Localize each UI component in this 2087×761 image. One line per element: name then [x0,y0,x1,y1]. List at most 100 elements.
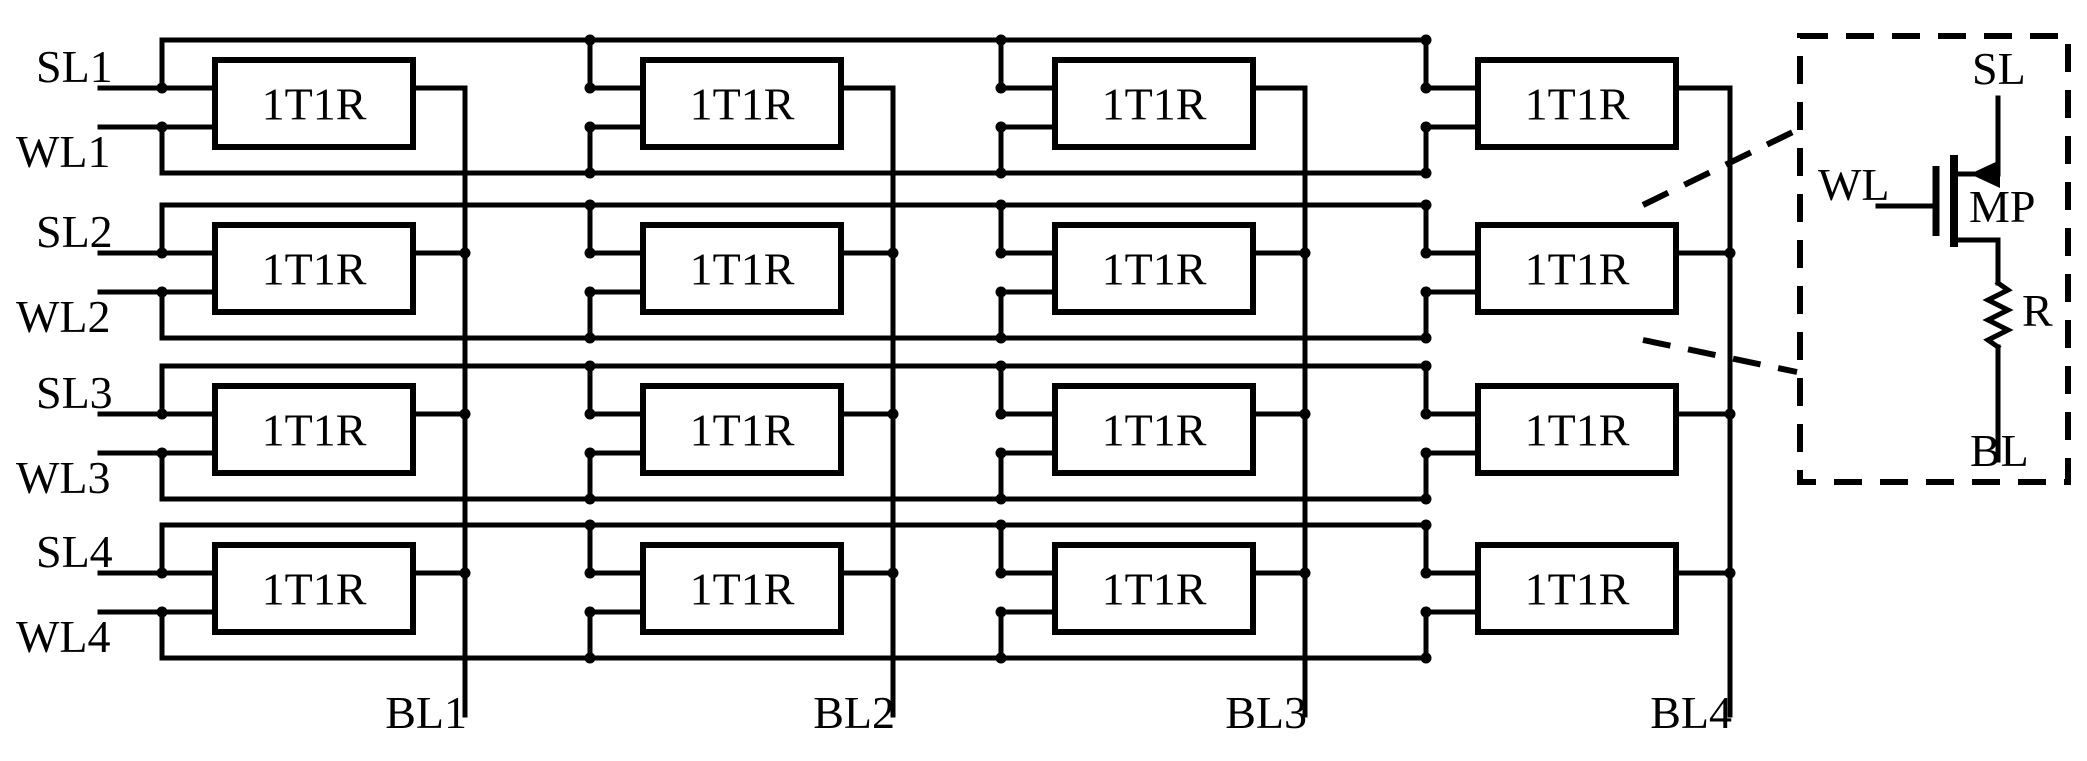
sl-tap [998,202,1058,256]
inset-wl-label: WL [1818,159,1890,210]
cell-label: 1T1R [1102,564,1207,615]
junction-dot [584,167,596,179]
cell-1t1r [1052,542,1256,635]
junction-dot [156,447,168,459]
junction-dot [995,167,1007,179]
junction-dot [1420,199,1432,211]
wl-label: WL2 [16,291,111,342]
junction-dot [584,286,596,298]
drain-wire [1951,237,2001,286]
junction-dot [995,493,1007,505]
junction-dot [1420,652,1432,664]
cell-label: 1T1R [1525,79,1630,130]
wl-tap [587,289,646,341]
cell-label: 1T1R [262,244,367,295]
sl-label: SL2 [36,206,113,257]
sl-tap [587,202,646,256]
cell-label: 1T1R [690,79,795,130]
junction-dot [995,447,1007,459]
wl-tap [159,609,218,661]
sl-tap [998,363,1058,417]
cell-1t1r [1475,383,1679,476]
zoom-guide-top [1641,127,1799,208]
wl-tap [998,124,1058,176]
junction-dot [995,121,1007,133]
junction-dot [995,519,1007,531]
cell-1t1r [1052,222,1256,315]
wl-tap [1423,289,1481,341]
cell-1t1r [1475,57,1679,150]
junction-dot [584,360,596,372]
wl-tap [587,609,646,661]
junction-dot [1420,408,1432,420]
zoom-guide-bottom [1642,337,1798,375]
junction-dot [1420,606,1432,618]
wl-tap [1423,124,1481,176]
junction-dot [156,567,168,579]
cell-label: 1T1R [1102,244,1207,295]
junction-dot [584,519,596,531]
junction-dot [995,360,1007,372]
junction-dot [584,332,596,344]
sl-tap [1423,363,1481,417]
sl-tap [998,37,1058,91]
cell-label: 1T1R [1102,405,1207,456]
junction-dot [1420,167,1432,179]
cell-1t1r [212,222,416,315]
inset-sl-label: SL [1972,43,2026,94]
cell-label: 1T1R [1525,405,1630,456]
junction-dot [584,447,596,459]
junction-dot [584,199,596,211]
junction-dot [584,82,596,94]
junction-dot [156,606,168,618]
wl-tap [159,289,218,341]
junction-dot [1420,519,1432,531]
bl-label: BL1 [385,687,467,738]
bl-label: BL3 [1225,687,1307,738]
cell-label: 1T1R [1525,244,1630,295]
cell-detail-inset: SL WL MP R BL [1641,33,2071,485]
sl-tap [159,202,218,256]
junction-dot [1420,121,1432,133]
cell-label: 1T1R [262,79,367,130]
junction-dot [995,286,1007,298]
cell-1t1r [212,542,416,635]
cell-1t1r [1475,542,1679,635]
junction-dot [584,567,596,579]
cell-label: 1T1R [262,564,367,615]
cell-label: 1T1R [1102,79,1207,130]
junction-dot [584,493,596,505]
junction-dot [1420,34,1432,46]
junction-dot [584,408,596,420]
cell-1t1r [212,383,416,476]
wl-tap [587,450,646,502]
bl-label: BL2 [813,687,895,738]
sl-tap [587,363,646,417]
sl-tap [1423,522,1481,576]
junction-dot [995,247,1007,259]
cell-1t1r [212,57,416,150]
wl-tap [998,450,1058,502]
sl-tap [1423,37,1481,91]
wl-tap [159,450,218,502]
bl-label: BL4 [1650,687,1732,738]
junction-dot [156,82,168,94]
wl-tap [1423,609,1481,661]
inset-resistor-label: R [2022,285,2053,336]
wl-tap [998,289,1058,341]
junction-dot [1420,82,1432,94]
resistor-icon [1982,279,2014,351]
junction-dot [1420,447,1432,459]
junction-dot [1420,493,1432,505]
sl-label: SL1 [36,41,113,92]
sl-tap [159,363,218,417]
cell-1t1r [1052,383,1256,476]
cell-1t1r [640,222,844,315]
wl-tap [1423,450,1481,502]
wl-label: WL1 [16,126,111,177]
junction-dot [1420,360,1432,372]
junction-dot [156,247,168,259]
cell-1t1r [1475,222,1679,315]
cell-label: 1T1R [690,564,795,615]
